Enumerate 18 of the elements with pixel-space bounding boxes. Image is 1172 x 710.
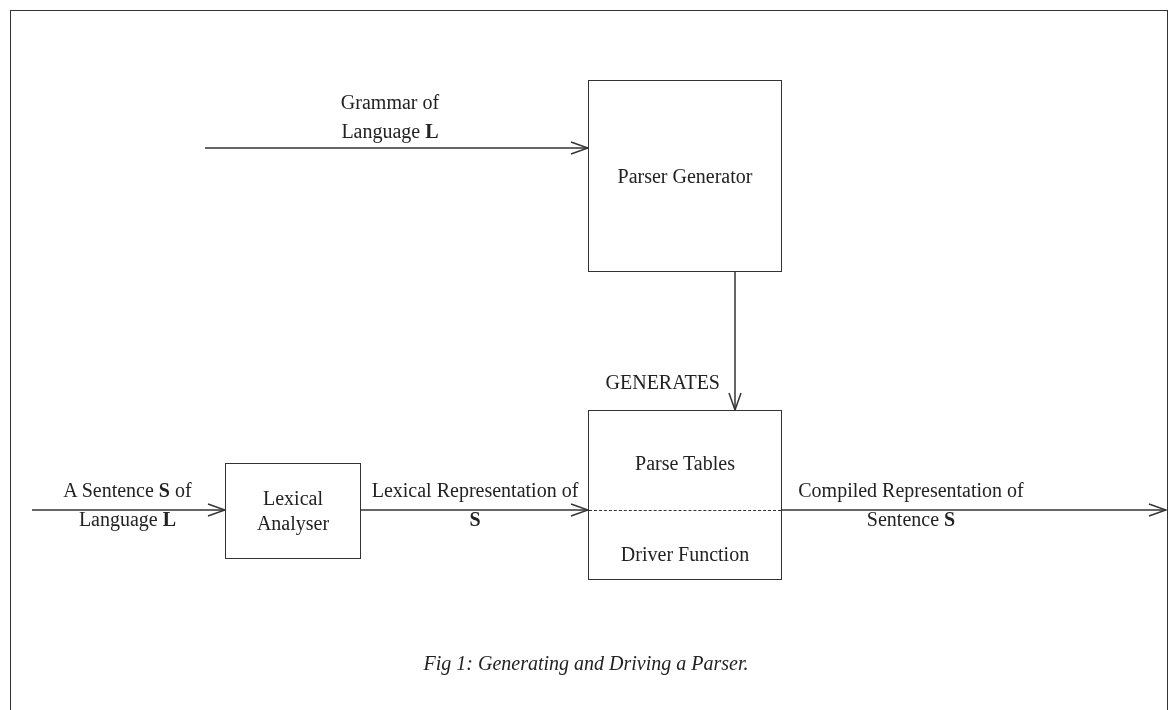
edge-label: Grammar of Language L — [339, 90, 441, 145]
arrow — [781, 503, 1167, 517]
arrow — [360, 503, 589, 517]
process-box — [225, 463, 361, 559]
edge-label: Compiled Representation of Sentence S — [797, 478, 1025, 532]
edge-label: GENERATES — [604, 370, 720, 395]
box-text: Parser Generator — [617, 163, 753, 189]
arrow — [31, 503, 226, 517]
arrow — [728, 271, 742, 411]
edge-label: Lexical Representation of S — [370, 478, 580, 532]
arrow — [204, 141, 589, 155]
process-box — [588, 80, 782, 272]
figure-caption: Fig 1: Generating and Driving a Parser. — [422, 651, 750, 677]
box-text: Parse Tables — [634, 451, 736, 476]
edge-label: A Sentence S of Language L — [62, 478, 193, 533]
process-box — [588, 410, 782, 580]
box-text: Driver Function — [619, 542, 751, 567]
box-text: Lexical Analyser — [255, 486, 331, 536]
